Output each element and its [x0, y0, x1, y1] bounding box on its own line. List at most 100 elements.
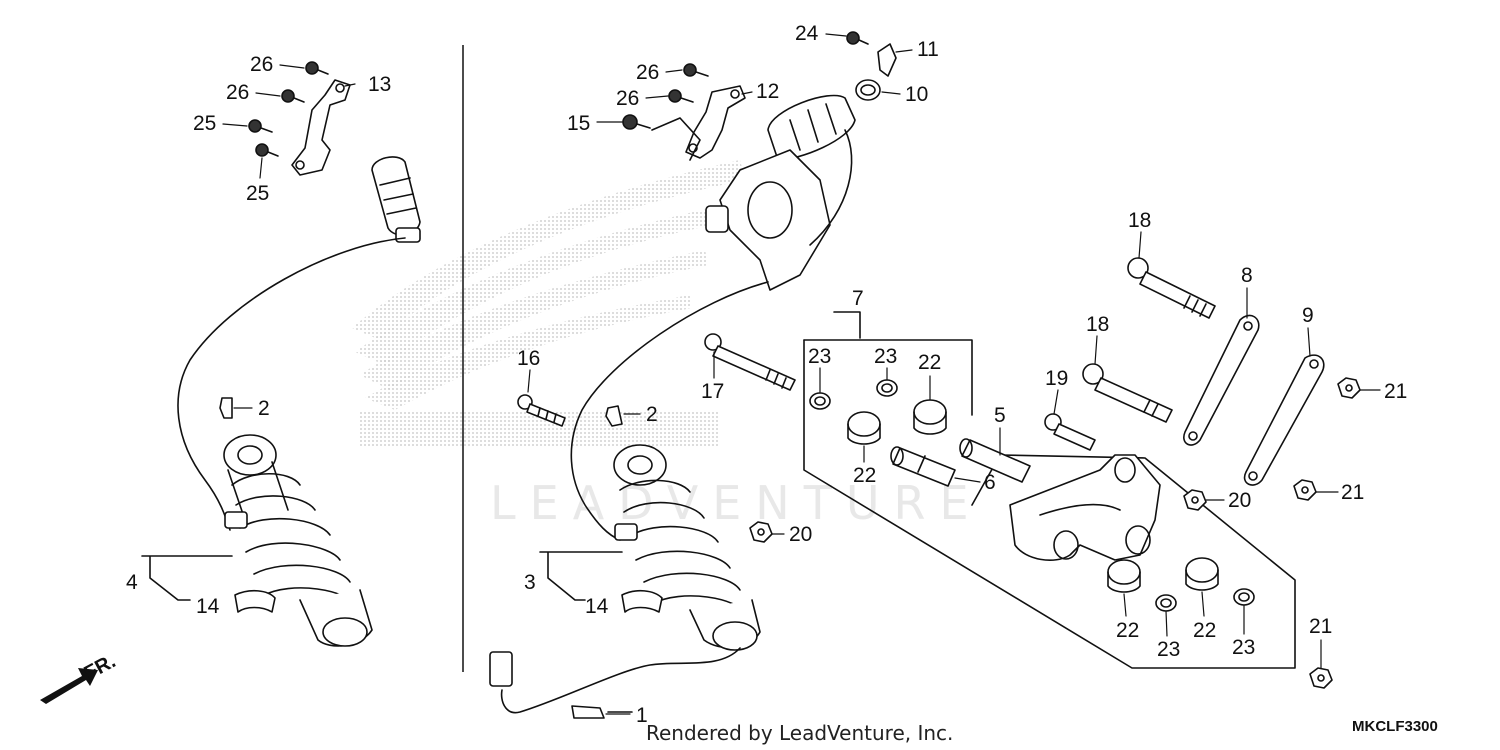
bolt-15	[622, 114, 651, 130]
left-shock	[223, 434, 373, 647]
center-hose	[570, 281, 769, 541]
bushing-22c	[1107, 559, 1141, 593]
callout-part-6[interactable]: 6	[984, 471, 996, 494]
callout-part-22[interactable]: 22	[1116, 619, 1140, 642]
callout-part-18[interactable]: 18	[1086, 313, 1110, 336]
callout-part-17[interactable]: 17	[701, 380, 725, 403]
leader-3	[539, 551, 623, 601]
callout-part-23[interactable]: 23	[1232, 636, 1256, 659]
ring-10	[855, 79, 881, 101]
callout-part-23[interactable]: 23	[874, 345, 898, 368]
callout-part-2[interactable]: 2	[258, 397, 270, 420]
seal-23c	[1155, 594, 1177, 612]
bolt-16	[517, 394, 566, 427]
label-14a	[234, 589, 276, 613]
link-rod-9	[1243, 354, 1325, 486]
nut-21c	[1309, 667, 1333, 689]
center-shock	[613, 444, 761, 651]
sensor-harness-1	[489, 647, 741, 719]
bushing-22a	[913, 399, 947, 435]
callout-part-26[interactable]: 26	[636, 61, 660, 84]
callout-part-14[interactable]: 14	[585, 595, 609, 618]
callout-part-3[interactable]: 3	[524, 571, 536, 594]
collar-5	[959, 438, 1031, 483]
bolt-26b	[281, 89, 305, 103]
callout-part-4[interactable]: 4	[126, 571, 138, 594]
seal-23a	[809, 392, 831, 410]
bolt-18a	[1127, 257, 1216, 319]
clip-2a	[219, 397, 233, 419]
seal-23b	[876, 379, 898, 397]
nut-20a	[749, 521, 773, 543]
callout-part-26[interactable]: 26	[226, 81, 250, 104]
bolt-25a	[248, 119, 273, 133]
callout-part-22[interactable]: 22	[918, 351, 942, 374]
bolt-26a	[305, 61, 329, 75]
leader-4	[141, 555, 233, 601]
callout-part-13[interactable]: 13	[368, 73, 392, 96]
callout-part-8[interactable]: 8	[1241, 264, 1253, 287]
callout-part-21[interactable]: 21	[1384, 380, 1408, 403]
leader-7	[833, 311, 861, 339]
center-reservoir	[705, 94, 856, 291]
callout-part-15[interactable]: 15	[567, 112, 591, 135]
diagram-code: MKCLF3300	[1352, 718, 1438, 735]
bracket-12	[685, 85, 746, 159]
front-arrow-icon	[40, 668, 98, 704]
callout-part-10[interactable]: 10	[905, 83, 929, 106]
collar-6	[890, 446, 956, 487]
link-rod-8	[1183, 314, 1260, 446]
bolt-18b	[1082, 363, 1173, 423]
bolt-25b	[255, 143, 279, 157]
callout-part-25[interactable]: 25	[193, 112, 217, 135]
callout-part-23[interactable]: 23	[1157, 638, 1181, 661]
callout-part-21[interactable]: 21	[1309, 615, 1333, 638]
callout-part-5[interactable]: 5	[994, 404, 1006, 427]
nut-21a	[1337, 377, 1361, 399]
seal-23d	[1233, 588, 1255, 606]
callout-part-11[interactable]: 11	[917, 38, 939, 61]
bushing-22d	[1185, 557, 1219, 591]
leader-lines	[222, 33, 1381, 715]
honda-wing-logo	[352, 160, 745, 448]
callout-part-16[interactable]: 16	[517, 347, 541, 370]
nut-21b	[1293, 479, 1317, 501]
bushing-22b	[847, 411, 881, 445]
callout-part-26[interactable]: 26	[616, 87, 640, 110]
footer-credit: Rendered by LeadVenture, Inc.	[646, 721, 954, 745]
bracket-7-top	[803, 339, 973, 416]
callout-part-19[interactable]: 19	[1045, 367, 1069, 390]
callout-part-14[interactable]: 14	[196, 595, 220, 618]
clip-11	[877, 43, 897, 77]
shock-arm	[1009, 454, 1161, 561]
left-reservoir	[371, 156, 421, 243]
callout-part-18[interactable]: 18	[1128, 209, 1152, 232]
bolt-17	[704, 333, 796, 391]
label-14b	[621, 589, 663, 613]
clip-2b	[605, 405, 623, 427]
callout-part-12[interactable]: 12	[756, 80, 780, 103]
leader-15	[651, 117, 701, 161]
callout-part-24[interactable]: 24	[795, 22, 819, 45]
callout-part-2[interactable]: 2	[646, 403, 658, 426]
bolt-19	[1044, 413, 1096, 451]
callout-part-26[interactable]: 26	[250, 53, 274, 76]
callout-part-7[interactable]: 7	[852, 287, 864, 310]
callout-part-23[interactable]: 23	[808, 345, 832, 368]
nut-20b	[1183, 489, 1207, 511]
group-outline	[803, 339, 1296, 669]
bracket-13	[291, 79, 351, 176]
callout-part-22[interactable]: 22	[1193, 619, 1217, 642]
callout-part-22[interactable]: 22	[853, 464, 877, 487]
callout-part-21[interactable]: 21	[1341, 481, 1365, 504]
callout-part-20[interactable]: 20	[1228, 489, 1252, 512]
bolt-26d	[668, 89, 694, 103]
callout-part-25[interactable]: 25	[246, 182, 270, 205]
callout-part-20[interactable]: 20	[789, 523, 813, 546]
left-hose	[177, 237, 406, 531]
bolt-26c	[683, 63, 709, 77]
callout-part-1[interactable]: 1	[636, 704, 648, 727]
callout-part-9[interactable]: 9	[1302, 304, 1314, 327]
